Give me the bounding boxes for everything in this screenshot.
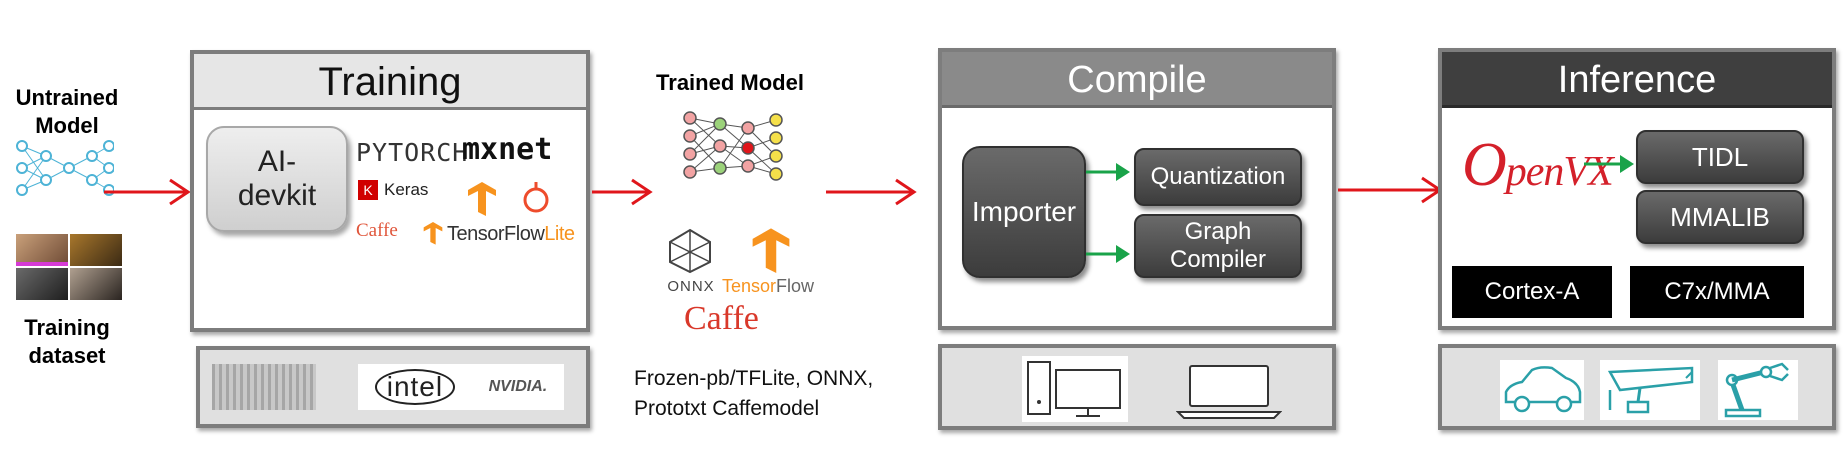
- dataset-image-cat2: [70, 268, 122, 300]
- caffe-large-logo: Caffe: [684, 300, 759, 337]
- compile-panel: Compile Importer Quantization Graph Comp…: [938, 48, 1336, 330]
- dataset-label-line1: Training: [24, 315, 110, 340]
- robot-arm-icon-bg: [1718, 360, 1798, 420]
- untrained-label-line1: Untrained: [15, 85, 119, 110]
- openvx-logo-rest: penVX: [1505, 149, 1614, 195]
- arrow-importer-to-graph-compiler: [1086, 245, 1130, 263]
- quantization-label: Quantization: [1150, 163, 1286, 190]
- model-formats-line1: Frozen-pb/TFLite, ONNX,: [634, 367, 874, 390]
- intel-nvidia-logos: intel NVIDIA.: [358, 364, 564, 410]
- graph-compiler-line2: Compiler: [1169, 246, 1267, 273]
- mmalib-label: MMALIB: [1670, 201, 1770, 232]
- compile-hardware-panel: [938, 344, 1336, 430]
- arrow-importer-to-quantization: [1086, 163, 1130, 181]
- training-header: Training: [194, 54, 586, 110]
- pytorch-logo-text: PYTORCH: [356, 138, 469, 167]
- tensorflow-label-a: Tensor: [722, 276, 777, 296]
- arrow-to-training: [104, 178, 191, 206]
- car-icon-bg: [1500, 360, 1584, 420]
- mxnet-logo: mxnet: [462, 132, 552, 167]
- caffe-logo: Caffe: [356, 220, 398, 242]
- tensorflow-icon: [468, 182, 496, 216]
- tflite-text-a: TensorFlow: [447, 222, 545, 245]
- keras-logo-text: Keras: [384, 180, 429, 199]
- robot-arm-icon: [1724, 362, 1789, 418]
- importer-label: Importer: [971, 196, 1077, 227]
- c7x-mma-block: C7x/MMA: [1630, 266, 1804, 318]
- aidevkit-box: AI- devkit: [206, 126, 348, 232]
- pytorch-logo: PYTORCH: [356, 138, 468, 167]
- training-panel: Training AI- devkit PYTORCH mxnet K Kera…: [190, 50, 590, 332]
- importer-box: Importer: [962, 146, 1086, 278]
- inference-panel: Inference OpenVX TIDL MMALIB Cortex-A C7…: [1438, 48, 1836, 330]
- arrow-to-compile: [826, 178, 917, 206]
- dataset-image-cat: [16, 234, 68, 266]
- cortex-a-block: Cortex-A: [1452, 266, 1612, 318]
- tflite-icon: [423, 222, 443, 245]
- model-formats-line2: Prototxt Caffemodel: [634, 397, 820, 420]
- caffe-logo-text: Caffe: [356, 220, 398, 241]
- desktop-pc-icon: [1027, 361, 1121, 417]
- graph-compiler-line1: Graph: [1184, 218, 1252, 245]
- tensorflow-large-icon: [752, 228, 790, 273]
- training-title: Training: [318, 60, 462, 104]
- untrained-label-line2: Model: [35, 113, 99, 138]
- keras-k-badge: K: [358, 180, 378, 200]
- aidevkit-line2: devkit: [237, 179, 317, 212]
- arrow-to-inference: [1338, 176, 1443, 204]
- onnx-icon: [669, 228, 711, 274]
- tidl-label: TIDL: [1691, 141, 1749, 172]
- laptop-icon: [1176, 365, 1282, 419]
- car-icon: [1504, 366, 1582, 413]
- trained-model-title: Trained Model: [656, 70, 804, 95]
- training-dataset-label: Training dataset: [8, 314, 126, 370]
- dataset-image-horse: [70, 234, 122, 266]
- inference-header: Inference: [1442, 52, 1832, 108]
- mmalib-box: MMALIB: [1636, 190, 1804, 244]
- security-camera-icon: [1607, 366, 1694, 414]
- trained-network-icon: [683, 111, 783, 181]
- graph-compiler-box: Graph Compiler: [1134, 214, 1302, 278]
- aidevkit-line1: AI-: [257, 145, 297, 178]
- pytorch-flame-icon: [523, 182, 549, 213]
- c7x-mma-label: C7x/MMA: [1664, 278, 1770, 305]
- keras-logo: K Keras: [358, 180, 428, 200]
- cortex-a-label: Cortex-A: [1484, 278, 1580, 305]
- arrow-to-trained-model: [592, 178, 653, 206]
- desktop-pc-icon-bg: [1022, 356, 1128, 422]
- dataset-label-line2: dataset: [28, 343, 106, 368]
- onnx-label: ONNX: [667, 278, 715, 295]
- untrained-network-icon: [16, 140, 114, 196]
- training-dataset-images: [16, 234, 122, 300]
- model-formats-text: Frozen-pb/TFLite, ONNX, Prototxt Caffemo…: [634, 364, 873, 424]
- arrow-openvx-to-tidl: [1584, 155, 1634, 173]
- quantization-box: Quantization: [1134, 148, 1302, 206]
- tidl-box: TIDL: [1636, 130, 1804, 184]
- training-hardware-panel: intel NVIDIA.: [196, 346, 590, 428]
- untrained-model-label: Untrained Model: [8, 84, 126, 140]
- server-rack-image: [212, 364, 316, 410]
- dataset-image-highlight: [16, 262, 68, 266]
- openvx-logo: OpenVX: [1462, 131, 1614, 199]
- security-camera-icon-bg: [1600, 360, 1700, 420]
- tensorflow-label-b: Flow: [776, 276, 815, 296]
- tensorflow-label: TensorFlow: [722, 276, 814, 297]
- compile-header: Compile: [942, 52, 1332, 108]
- tflite-text-b: Lite: [544, 222, 575, 245]
- compile-title: Compile: [1067, 59, 1207, 101]
- openvx-logo-o: O: [1462, 131, 1507, 199]
- dataset-image-dog: [16, 268, 68, 300]
- inference-title: Inference: [1557, 59, 1717, 101]
- mxnet-logo-text: mxnet: [462, 132, 553, 167]
- intel-logo: intel: [374, 369, 456, 405]
- nvidia-logo: NVIDIA.: [488, 378, 548, 395]
- inference-hardware-panel: [1438, 344, 1836, 430]
